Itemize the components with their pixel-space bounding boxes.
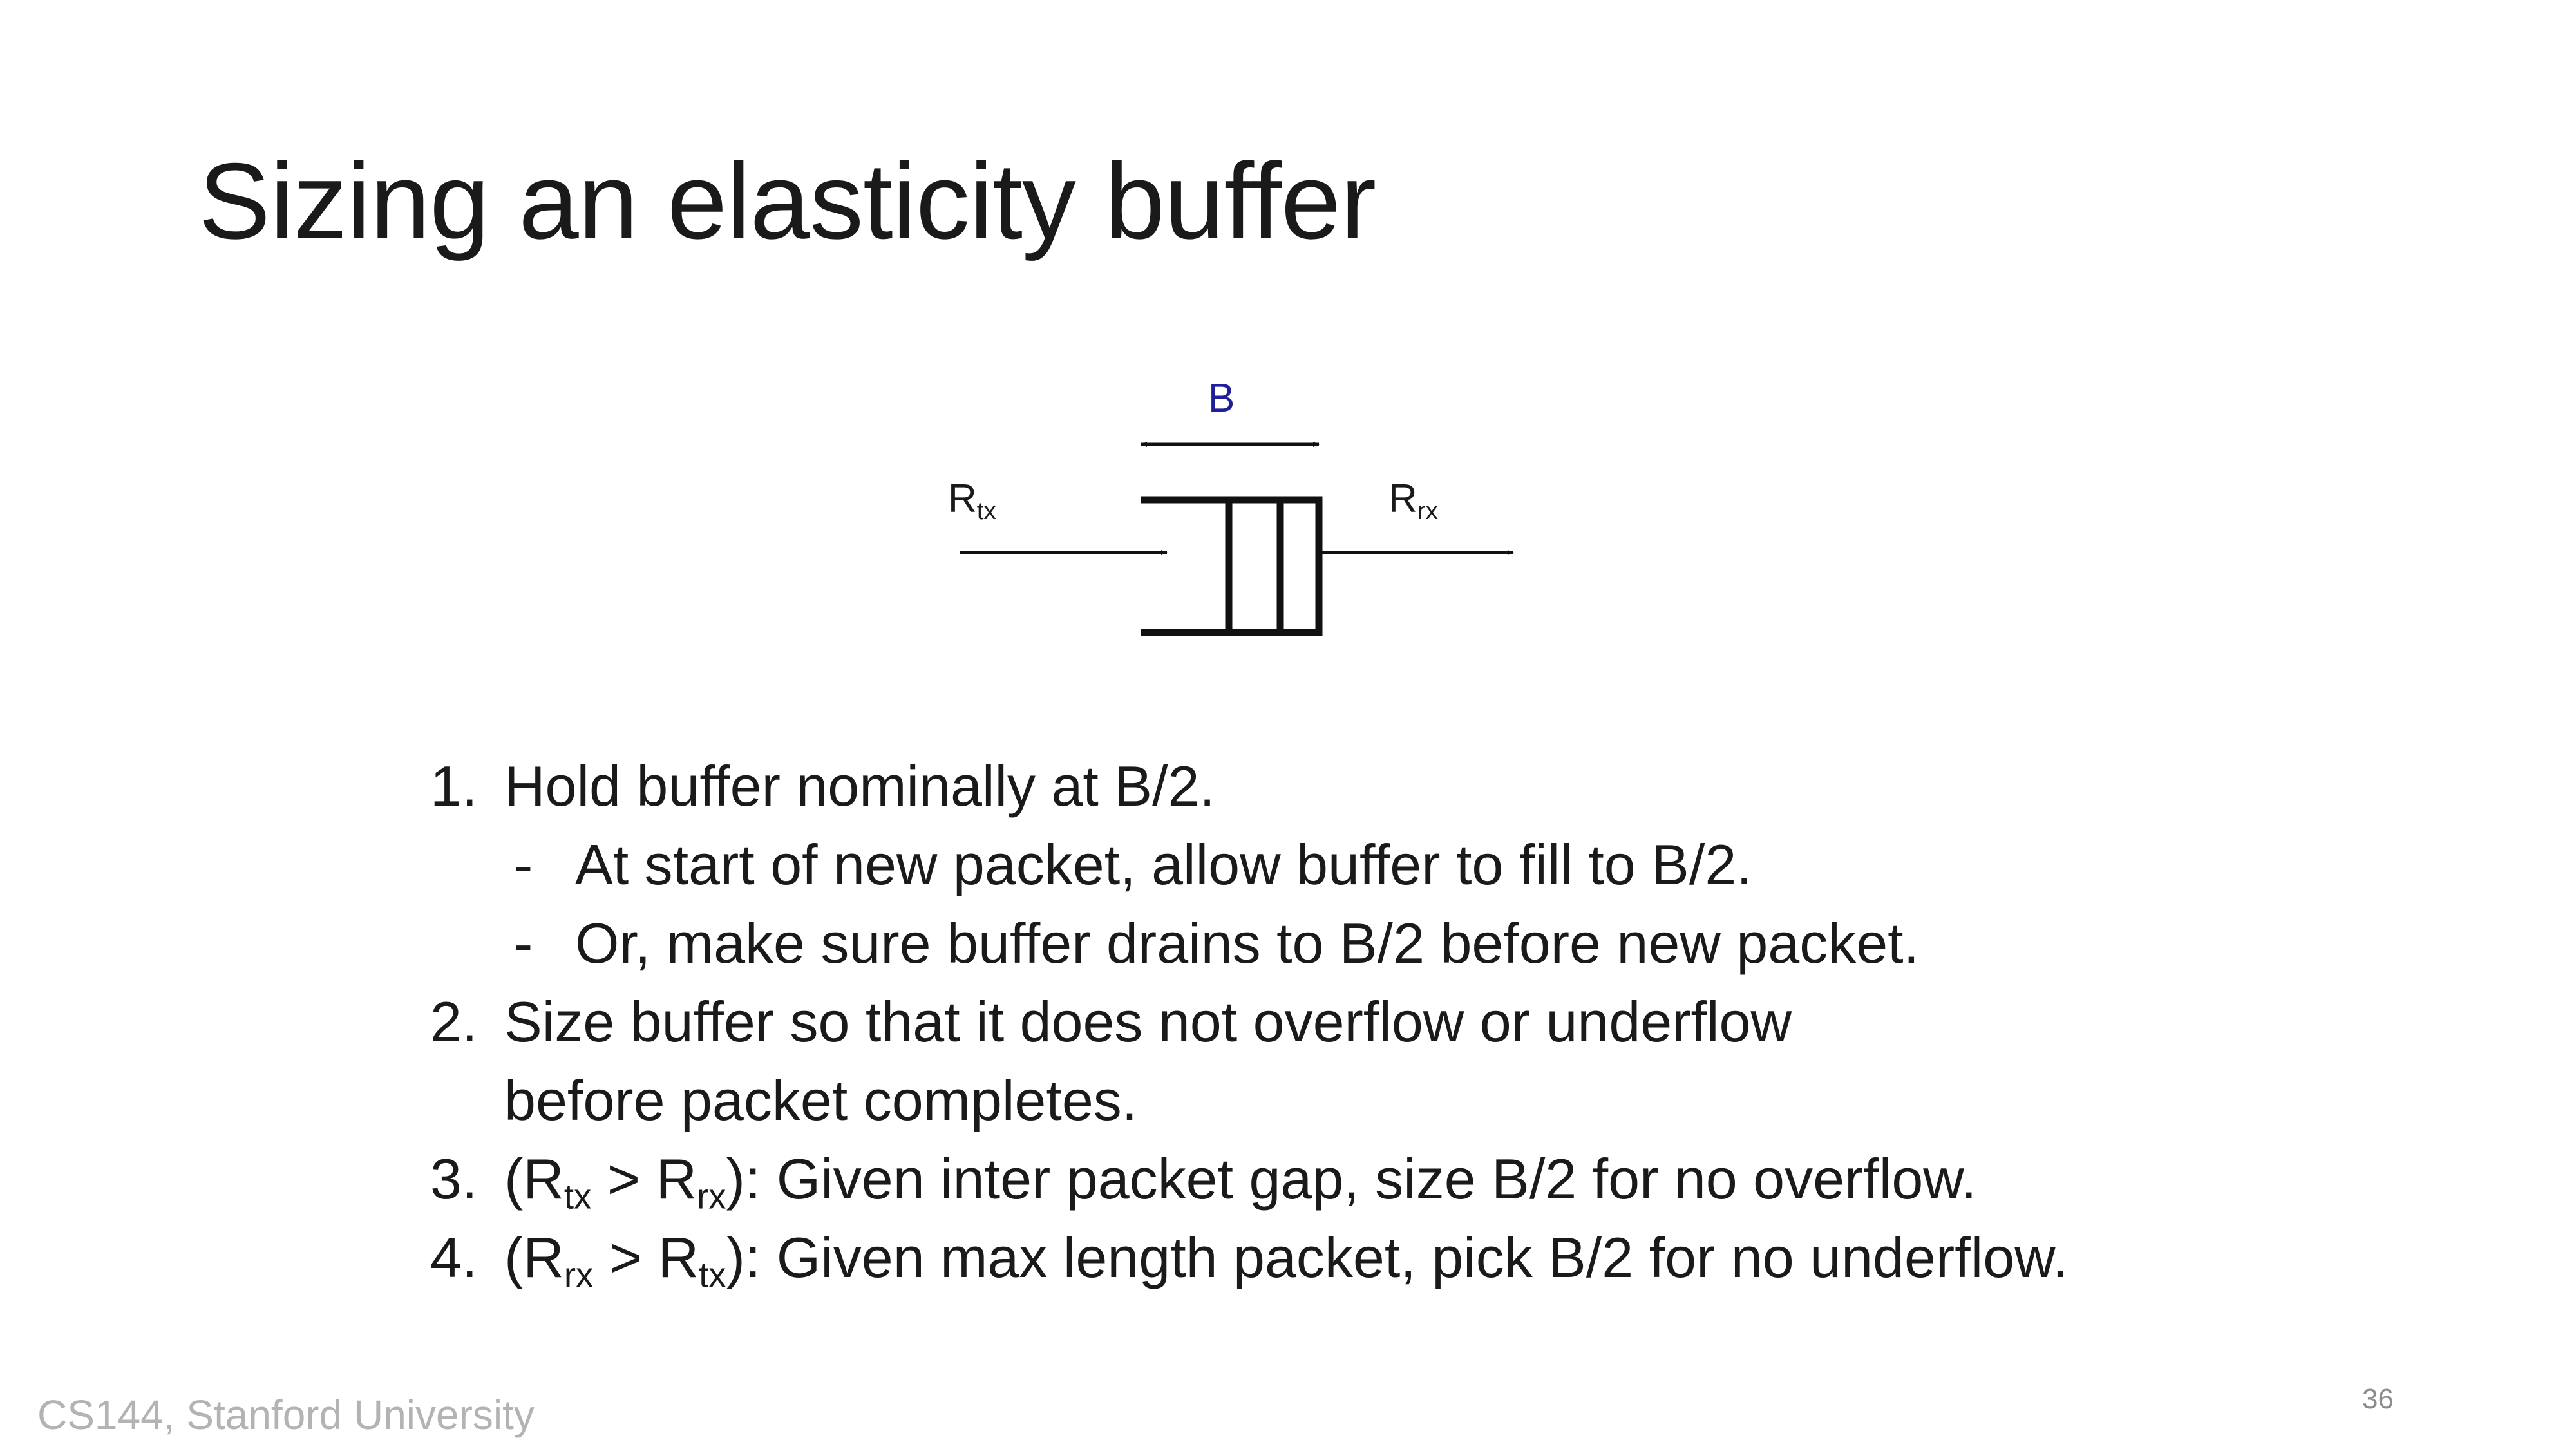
list-item: 4.(Rrx > Rtx): Given max length packet, … bbox=[430, 1226, 2069, 1295]
slide-page-number: 36 bbox=[2362, 1383, 2394, 1415]
rx-rate-label: Rrx bbox=[1388, 477, 1438, 525]
footer-course-label: CS144, Stanford University bbox=[37, 1392, 535, 1438]
buffer-size-label: B bbox=[1208, 376, 1235, 421]
list-item-continuation: before packet completes. bbox=[504, 1068, 1138, 1132]
buffer-queue bbox=[1141, 496, 1323, 636]
sub-list-item: -Or, make sure buffer drains to B/2 befo… bbox=[514, 911, 1920, 975]
list-item: 1.Hold buffer nominally at B/2. bbox=[430, 754, 1215, 818]
list-item: 2.Size buffer so that it does not overfl… bbox=[430, 990, 1792, 1054]
tx-rate-label: Rtx bbox=[948, 477, 996, 525]
bullet-list: 1.Hold buffer nominally at B/2. -At star… bbox=[430, 747, 2491, 1297]
list-item: 3.(Rtx > Rrx): Given inter packet gap, s… bbox=[430, 1147, 1977, 1217]
slide-title: Sizing an elasticity buffer bbox=[198, 140, 1376, 261]
sub-list-item: -At start of new packet, allow buffer to… bbox=[514, 833, 1752, 896]
